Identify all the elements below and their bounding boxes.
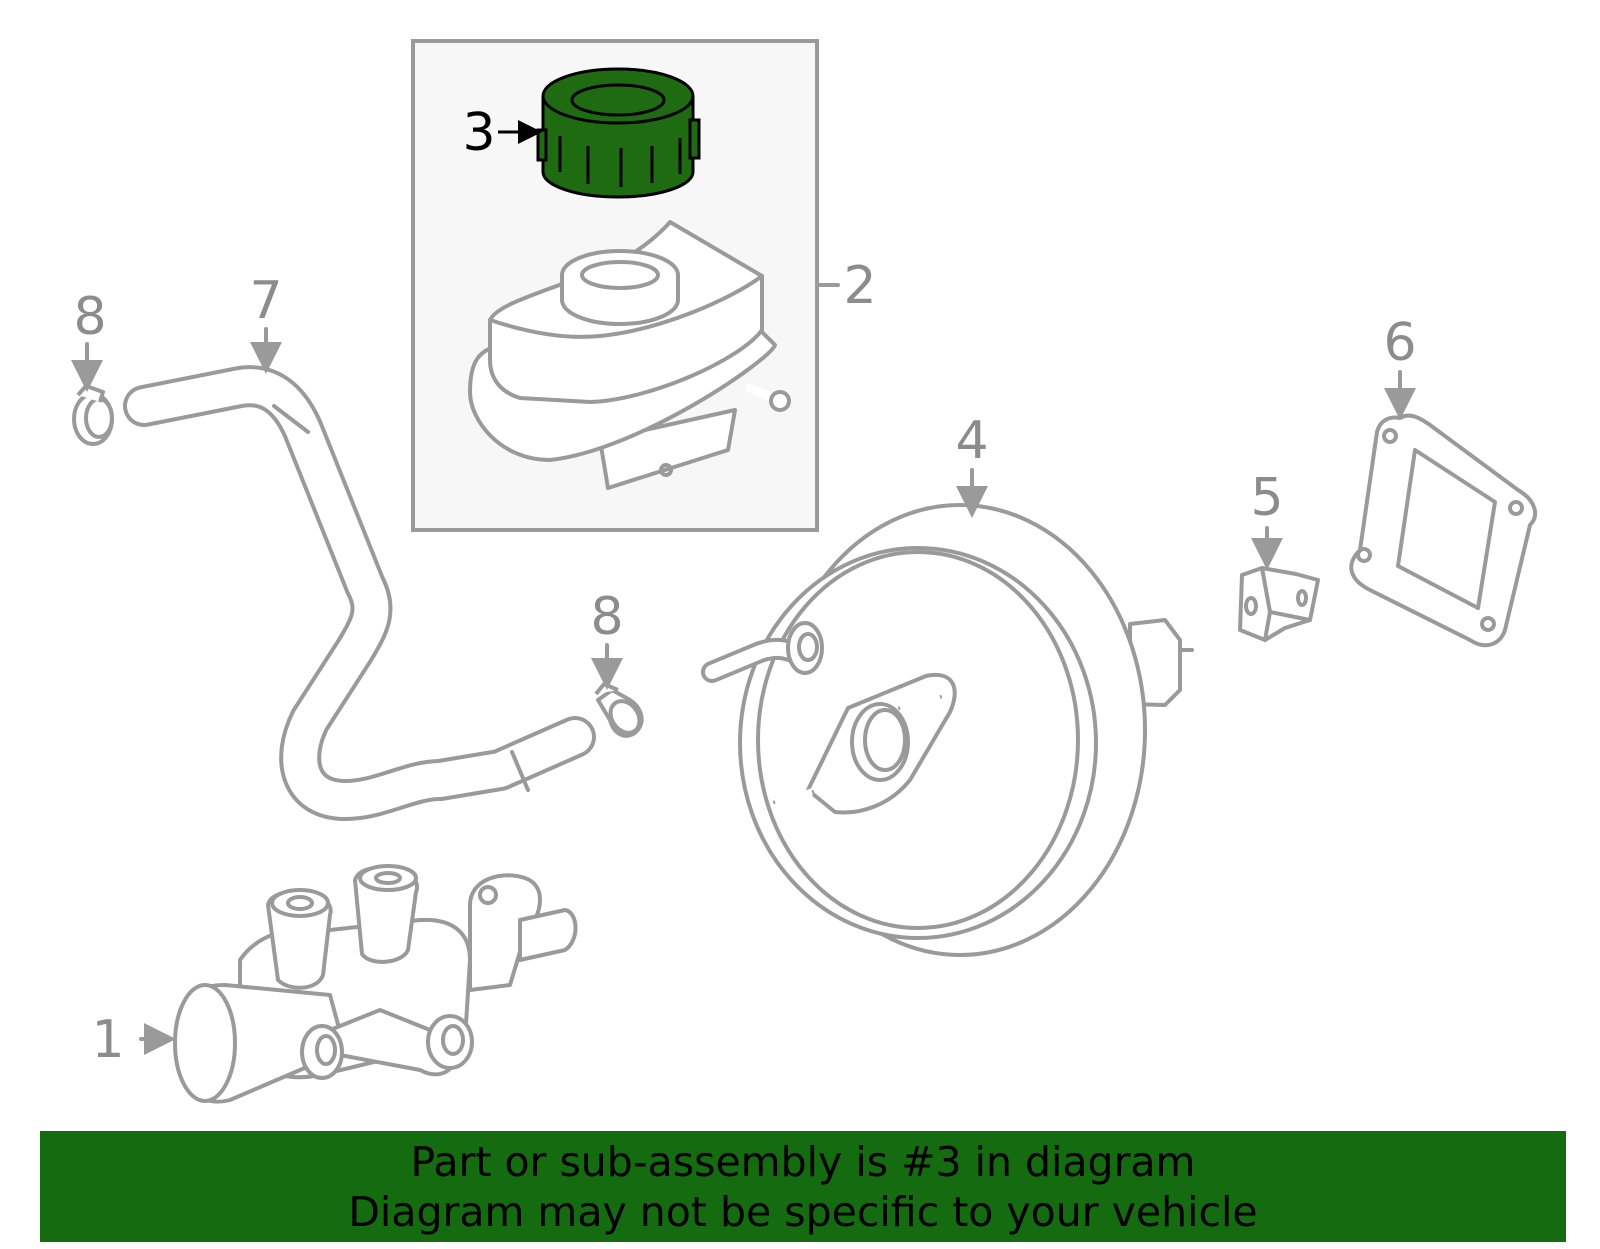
info-banner: Part or sub-assembly is #3 in diagram Di… <box>40 1131 1566 1242</box>
hose-clamp-part-8-right[interactable] <box>594 682 645 738</box>
callout-8-right: 8 <box>590 587 623 647</box>
callout-4: 4 <box>955 411 988 471</box>
banner-line-2: Diagram may not be specific to your vehi… <box>348 1187 1258 1236</box>
vacuum-hose-part-7[interactable] <box>123 365 596 821</box>
gasket-part-6[interactable] <box>1349 413 1538 648</box>
callout-8-left: 8 <box>73 287 106 347</box>
bracket-part-5[interactable] <box>1238 566 1320 642</box>
banner-line-1: Part or sub-assembly is #3 in diagram <box>410 1137 1196 1186</box>
reservoir-cap-part-3[interactable] <box>498 67 701 199</box>
brake-booster-part-4[interactable] <box>701 503 1194 957</box>
hose-clamp-part-8-left[interactable] <box>72 384 114 446</box>
callout-leaders <box>71 327 1416 1055</box>
callout-2: 2 <box>843 256 876 316</box>
callout-5: 5 <box>1250 468 1283 528</box>
callout-1: 1 <box>91 1010 124 1070</box>
fluid-reservoir-part-2[interactable] <box>468 220 791 490</box>
callout-3: 3 <box>462 103 495 163</box>
callout-7: 7 <box>249 271 282 331</box>
master-cylinder-part-1[interactable] <box>173 864 578 1104</box>
callout-6: 6 <box>1383 313 1416 373</box>
